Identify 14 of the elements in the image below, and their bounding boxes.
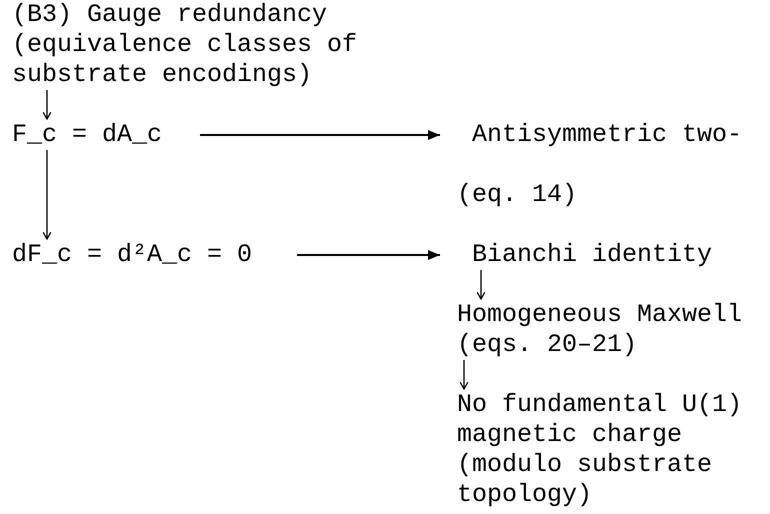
formula-text: (B3) Gauge redundancy (equivalence classes of substrate encodings) bbox=[12, 0, 358, 90]
arrow bbox=[476, 270, 486, 300]
formula-text: dF_c = d²A_c = 0 bbox=[12, 240, 254, 270]
arrow bbox=[200, 130, 440, 140]
arrow bbox=[42, 150, 52, 240]
arrow bbox=[297, 250, 440, 260]
formula-text: Homogeneous Maxwell (eqs. 20–21) bbox=[457, 300, 744, 360]
arrow bbox=[42, 90, 52, 120]
formula-text: Antisymmetric two- bbox=[471, 120, 742, 150]
formula-text: F_c = dA_c bbox=[12, 120, 164, 150]
formula-text: (eq. 14) bbox=[456, 180, 578, 210]
formula-text: No fundamental U(1) magnetic charge (modulo substrate topology) bbox=[457, 390, 744, 510]
formula-text: Bianchi identity bbox=[471, 240, 712, 270]
arrow bbox=[459, 360, 469, 390]
